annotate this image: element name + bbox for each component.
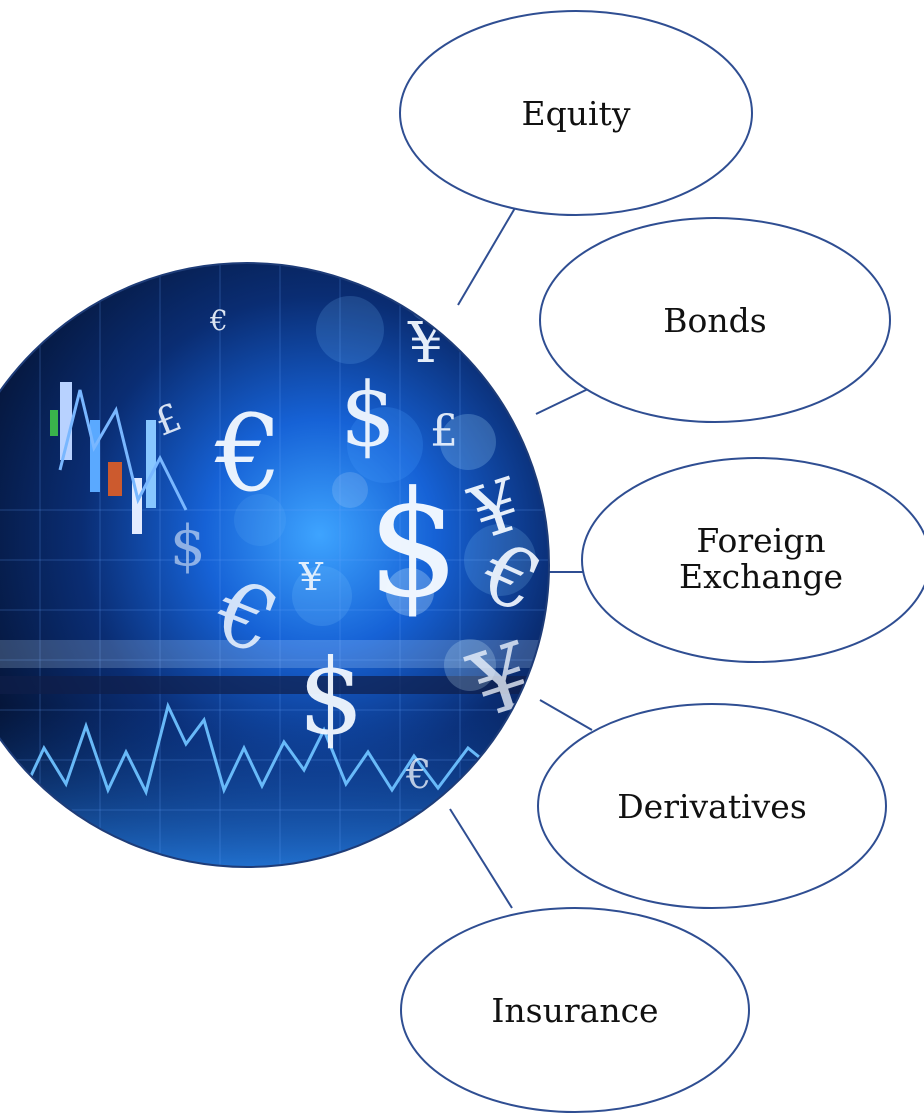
finance-image-circle: € $ ¥ £ $ € ¥ $ € ¥ $ € £ ¥ € [0,262,550,868]
currency-symbol: ¥ [298,555,324,599]
node-equity: Equity [399,10,753,216]
currency-symbol: $ [367,460,460,630]
node-foreign-exchange-line2: Exchange [679,557,843,596]
bottom-glow [0,705,549,867]
node-bonds-ellipse [539,217,891,423]
node-bonds-label: Bonds [663,301,766,340]
node-insurance-label: Insurance [491,991,658,1030]
node-bonds: Bonds [539,217,891,423]
circle-outline [0,262,550,868]
candlestick-chart [50,382,188,534]
currency-symbol: € [209,304,228,337]
node-derivatives: Derivatives [537,703,887,909]
connector-derivatives [539,699,593,731]
connector-insurance [449,808,513,909]
node-derivatives-ellipse [537,703,887,909]
node-insurance-ellipse [400,907,750,1113]
chart-grid [0,263,549,867]
lower-euro-symbol: € [405,752,431,798]
connector-bonds [535,388,589,415]
light-band [0,640,549,668]
currency-symbol: $ [298,636,364,758]
node-foreign-exchange: Foreign Exchange [581,457,924,663]
price-line [0,701,521,799]
node-foreign-exchange-line1: Foreign [696,521,825,560]
currency-symbol: € [214,392,282,515]
currency-symbol: £ [430,406,458,457]
dark-band [0,676,549,694]
currency-symbol: $ [340,363,396,466]
node-equity-label: Equity [522,94,631,133]
currency-symbol: $ [170,514,206,579]
node-derivatives-label: Derivatives [617,787,807,826]
connector-equity [457,207,516,306]
node-insurance: Insurance [400,907,750,1113]
node-foreign-exchange-ellipse [581,457,924,663]
bokeh-lights [234,278,536,691]
node-equity-ellipse [399,10,753,216]
